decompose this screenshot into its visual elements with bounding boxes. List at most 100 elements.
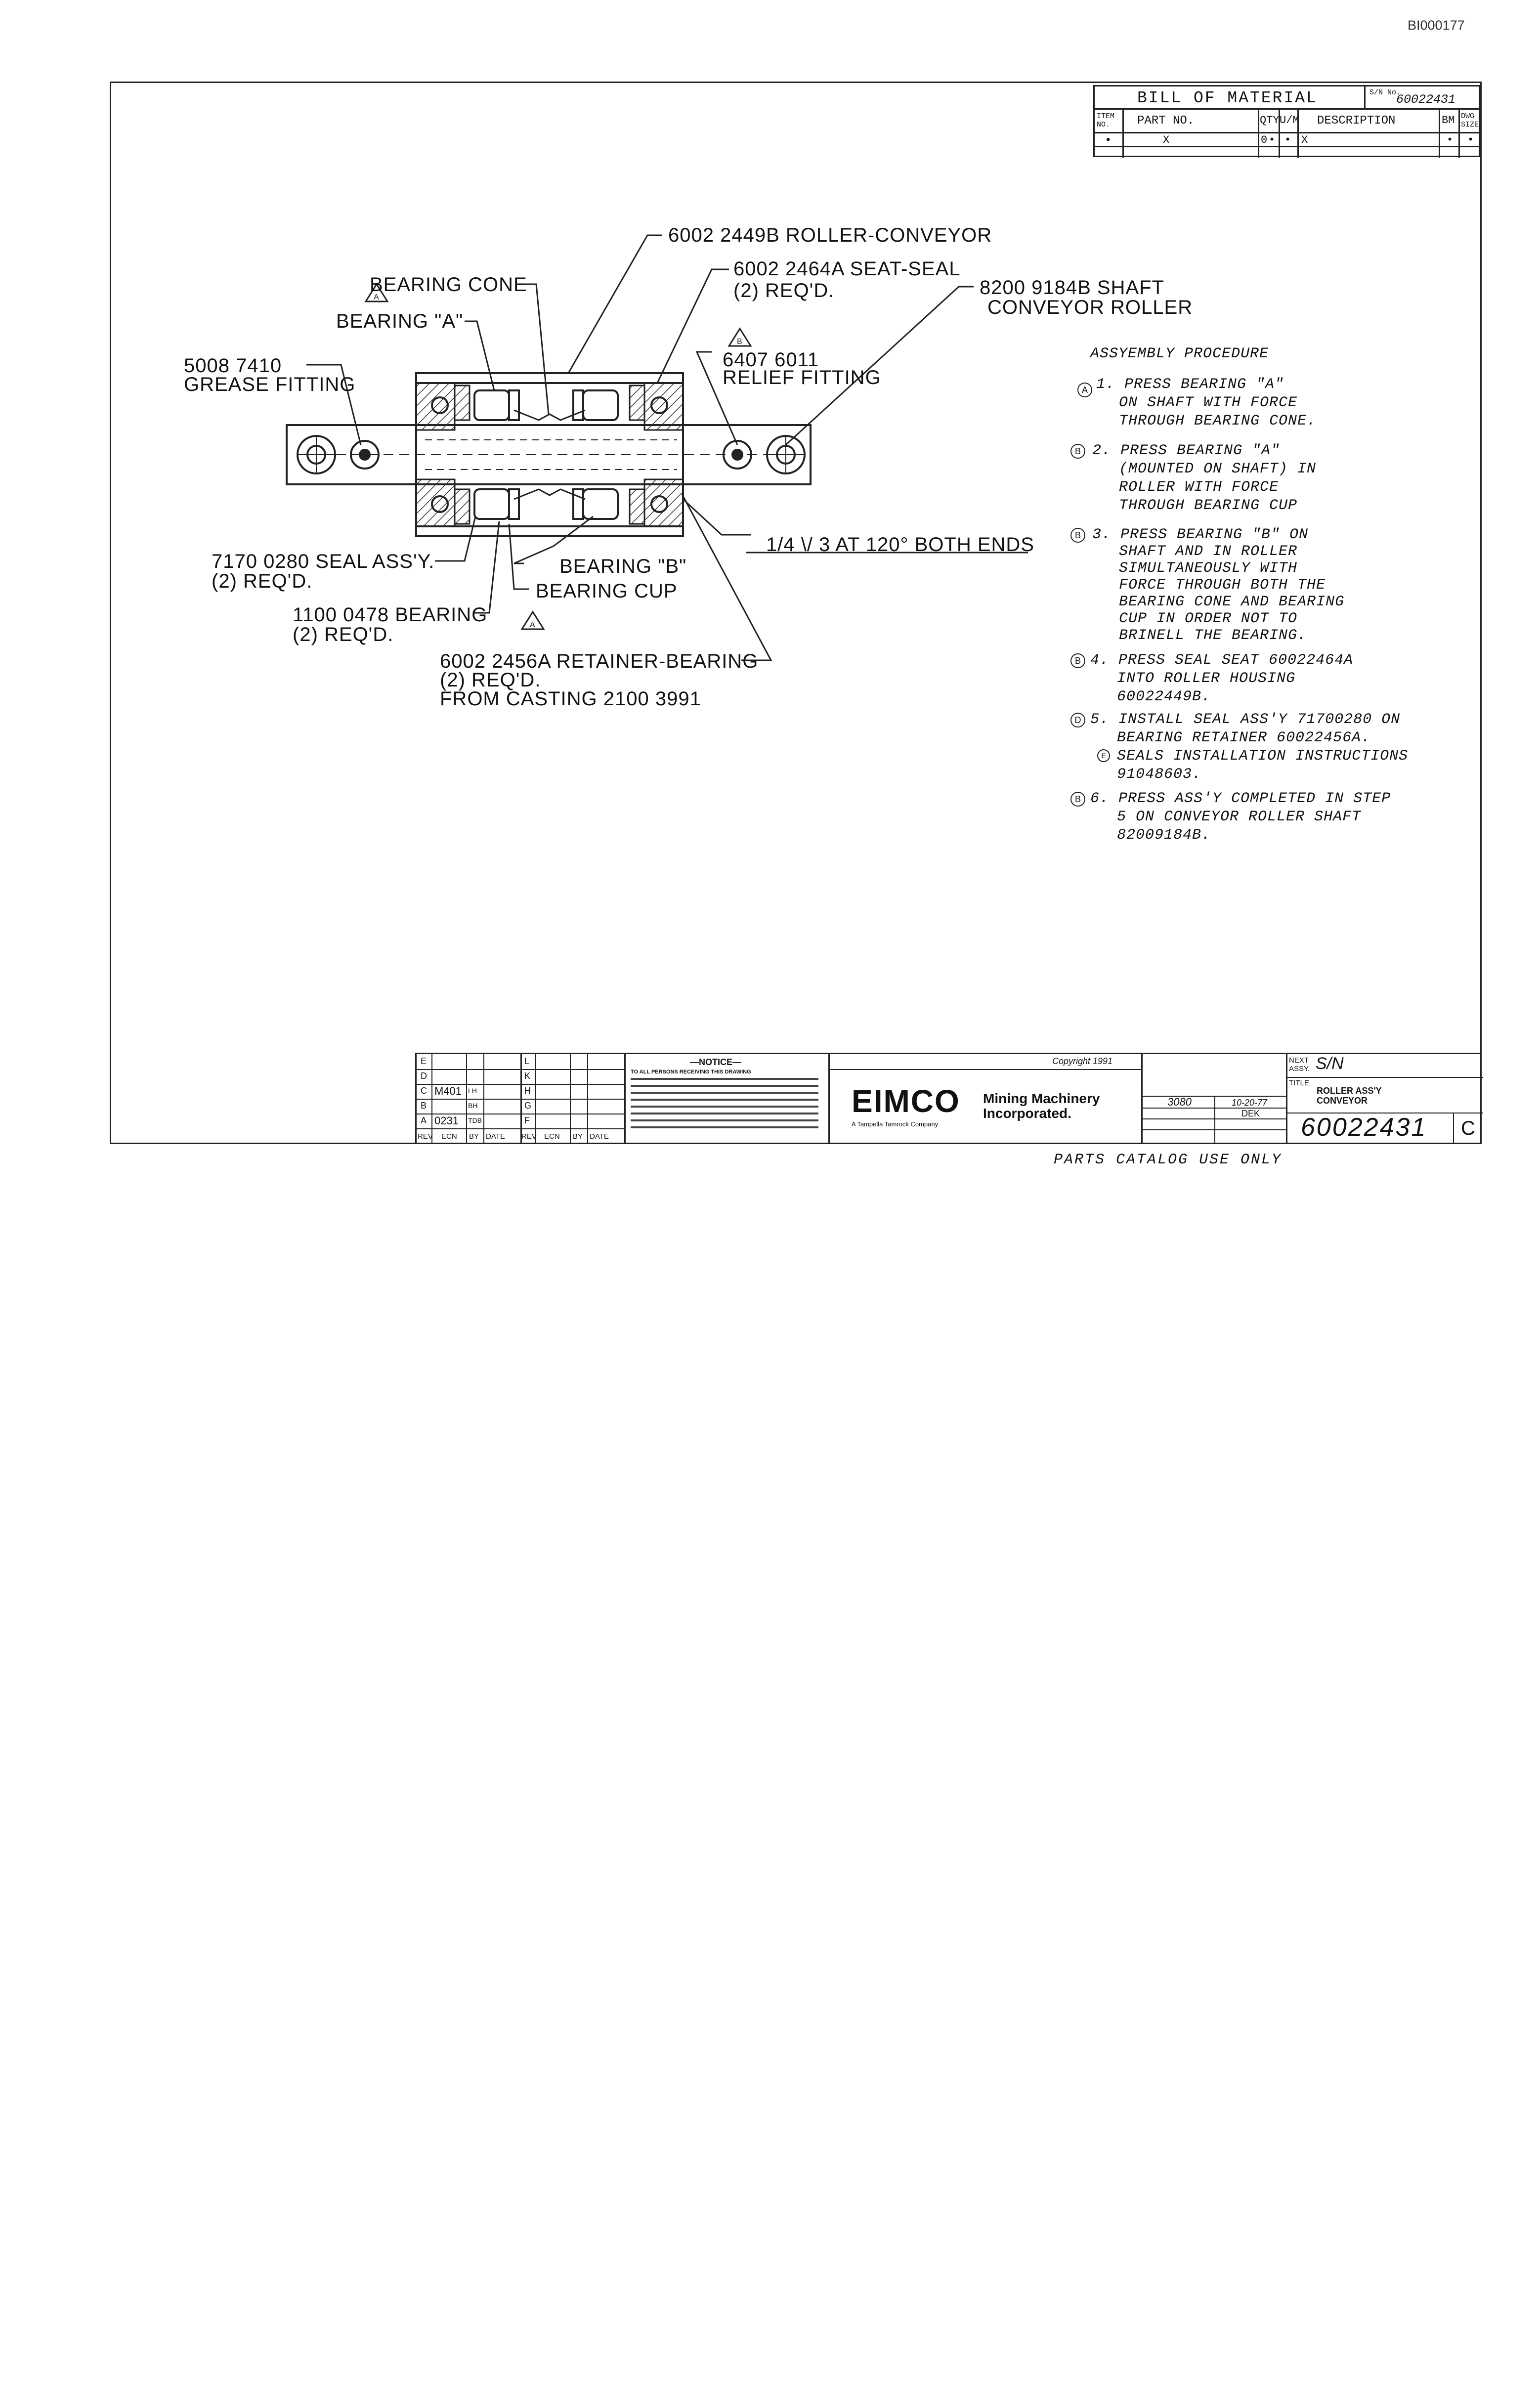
step-1-line-1: 1. PRESS BEARING "A"	[1096, 376, 1284, 393]
step-1-line-3: THROUGH BEARING CONE.	[1119, 413, 1317, 429]
rev-a-by: TDB	[468, 1116, 482, 1124]
seal-instruction-mark-icon: E	[1097, 749, 1110, 762]
shaft	[286, 424, 812, 485]
bom-row-size: •	[1467, 134, 1474, 146]
title-line-1: ROLLER ASS'Y	[1317, 1086, 1382, 1096]
callout-shaft: 8200 9184B SHAFT	[980, 277, 1164, 299]
callout-bearing-b: BEARING "B"	[559, 556, 687, 577]
bom-row-bm: •	[1447, 134, 1454, 146]
step-2-line-3: ROLLER WITH FORCE	[1119, 479, 1279, 496]
rev-c-ecn: M401	[434, 1085, 462, 1097]
rev-c: C	[421, 1086, 427, 1096]
callout-shaft-2: CONVEYOR ROLLER	[987, 297, 1193, 318]
rev-f: F	[524, 1115, 530, 1125]
bom-row-item: •	[1105, 134, 1112, 147]
callout-retainer-bearing: 6002 2456A RETAINER-BEARING	[440, 650, 759, 672]
rev-head-ecn: ECN	[441, 1132, 457, 1141]
rev-head-rev-2: REV	[521, 1132, 537, 1141]
bom-head-bm: BM	[1442, 114, 1455, 127]
rev-e: E	[421, 1056, 427, 1066]
step-3-line-6: CUP IN ORDER NOT TO	[1119, 610, 1298, 627]
bom-head-part: PART NO.	[1137, 114, 1195, 128]
rev-head-date: DATE	[486, 1132, 505, 1141]
procedure-title: ASSYEMBLY PROCEDURE	[1090, 345, 1269, 362]
bom-row-dot: •	[1269, 134, 1276, 146]
step-1-mark-icon: A	[1077, 383, 1092, 397]
rev-c-by: LH	[468, 1087, 477, 1095]
title-label: TITLE	[1289, 1079, 1309, 1087]
company-name-line-1: Mining Machinery	[983, 1091, 1100, 1106]
bom-sn-value: 60022431	[1396, 92, 1456, 107]
callout-retainer-casting: FROM CASTING 2100 3991	[440, 688, 701, 710]
retainer-right-top	[643, 382, 684, 431]
callout-roller-conveyor: 6002 2449B ROLLER-CONVEYOR	[668, 224, 992, 246]
step-1-line-2: ON SHAFT WITH FORCE	[1119, 394, 1298, 411]
callout-seat-seal-qty: (2) REQ'D.	[733, 280, 835, 301]
step-4-line-2: INTO ROLLER HOUSING	[1117, 670, 1296, 687]
rev-head-ecn-2: ECN	[544, 1132, 560, 1141]
rev-head-date-2: DATE	[590, 1132, 609, 1141]
company-parent: A Tampella Tamrock Company	[852, 1120, 939, 1128]
bearing-a-top	[473, 389, 510, 421]
bom-sn-label: S/N No.	[1369, 88, 1401, 97]
bom-head-size: DWG SIZE	[1461, 112, 1479, 129]
flag-a-letter: A	[374, 293, 379, 301]
callout-bearing-a: BEARING "A"	[336, 310, 464, 332]
grease-fitting	[350, 440, 380, 470]
bom-row-qty: 0	[1261, 134, 1268, 146]
rev-head-by-2: BY	[573, 1132, 583, 1141]
revision-table: E D C M401 LH B BH A 0231 TDB L K H G F …	[417, 1054, 626, 1144]
callout-grease-fitting-number: 5008 7410	[184, 355, 282, 377]
step-6-line-3: 82009184B.	[1117, 827, 1211, 844]
rev-a: A	[421, 1115, 427, 1125]
notice-fine-print	[631, 1078, 818, 1133]
rev-d: D	[421, 1071, 427, 1081]
callout-seal-assy: 7170 0280 SEAL ASS'Y.	[212, 551, 435, 572]
bill-of-material: BILL OF MATERIAL S/N No. 60022431 ITEM N…	[1093, 85, 1480, 158]
drawn-by: DEK	[1241, 1109, 1260, 1118]
bom-row-desc: X	[1301, 134, 1308, 146]
step-3-mark-icon: B	[1070, 528, 1085, 543]
step-3-line-4: FORCE THROUGH BOTH THE	[1119, 577, 1326, 594]
step-2-line-4: THROUGH BEARING CUP	[1119, 497, 1298, 514]
drawing-sheet	[110, 82, 1482, 1144]
bom-head-qty: QTY	[1260, 114, 1280, 127]
bearing-b-top	[582, 389, 619, 421]
bom-head-um: U/M	[1280, 114, 1299, 127]
callout-weld-symbol: 1/4 \/ 3 AT 120° BOTH ENDS	[766, 534, 1034, 556]
callout-grease-fitting: GREASE FITTING	[184, 374, 356, 395]
title-line-2: CONVEYOR	[1317, 1096, 1368, 1106]
step-6-mark-icon: B	[1070, 792, 1085, 807]
rev-k: K	[524, 1071, 531, 1081]
bom-head-item: ITEM NO.	[1097, 112, 1115, 129]
bom-title: BILL OF MATERIAL	[1137, 89, 1318, 107]
rev-b-by: BH	[468, 1102, 478, 1110]
step-2-line-2: (MOUNTED ON SHAFT) IN	[1119, 461, 1317, 477]
step-5-line-2: BEARING RETAINER 60022456A.	[1117, 729, 1371, 746]
rev-l: L	[524, 1056, 530, 1066]
callout-seal-assy-qty: (2) REQ'D.	[212, 570, 313, 592]
retainer-right-bottom	[643, 478, 684, 527]
rev-head-by: BY	[469, 1132, 479, 1141]
step-3-line-3: SIMULTANEOUSLY WITH	[1119, 560, 1298, 577]
next-assy-value: S/N	[1316, 1054, 1344, 1073]
step-5-line-3: SEALS INSTALLATION INSTRUCTIONS	[1117, 748, 1409, 765]
step-5-line-1: 5. INSTALL SEAL ASS'Y 71700280 ON	[1090, 711, 1401, 728]
bom-row-part: X	[1163, 134, 1170, 146]
flag-c-letter: A	[530, 621, 535, 629]
step-4-line-3: 60022449B.	[1117, 688, 1211, 705]
title-block: E D C M401 LH B BH A 0231 TDB L K H G F …	[415, 1053, 1483, 1144]
step-3-line-7: BRINELL THE BEARING.	[1119, 627, 1307, 644]
bom-row-um: •	[1284, 134, 1291, 146]
rev-head-rev: REV	[418, 1132, 433, 1141]
step-6-line-1: 6. PRESS ASS'Y COMPLETED IN STEP	[1090, 790, 1391, 807]
notice-block: —NOTICE— TO ALL PERSONS RECEIVING THIS D…	[626, 1054, 830, 1144]
step-2-mark-icon: B	[1070, 444, 1085, 459]
rev-b: B	[421, 1101, 427, 1111]
callout-retainer-bearing-qty: (2) REQ'D.	[440, 669, 541, 691]
notice-lead: TO ALL PERSONS RECEIVING THIS DRAWING	[631, 1069, 751, 1075]
callout-bearing-cone: BEARING CONE	[370, 274, 527, 296]
eimco-logo: EIMCO	[852, 1083, 960, 1119]
bearing-b-bottom	[582, 488, 619, 520]
drawing-date: 10-20-77	[1232, 1098, 1268, 1108]
